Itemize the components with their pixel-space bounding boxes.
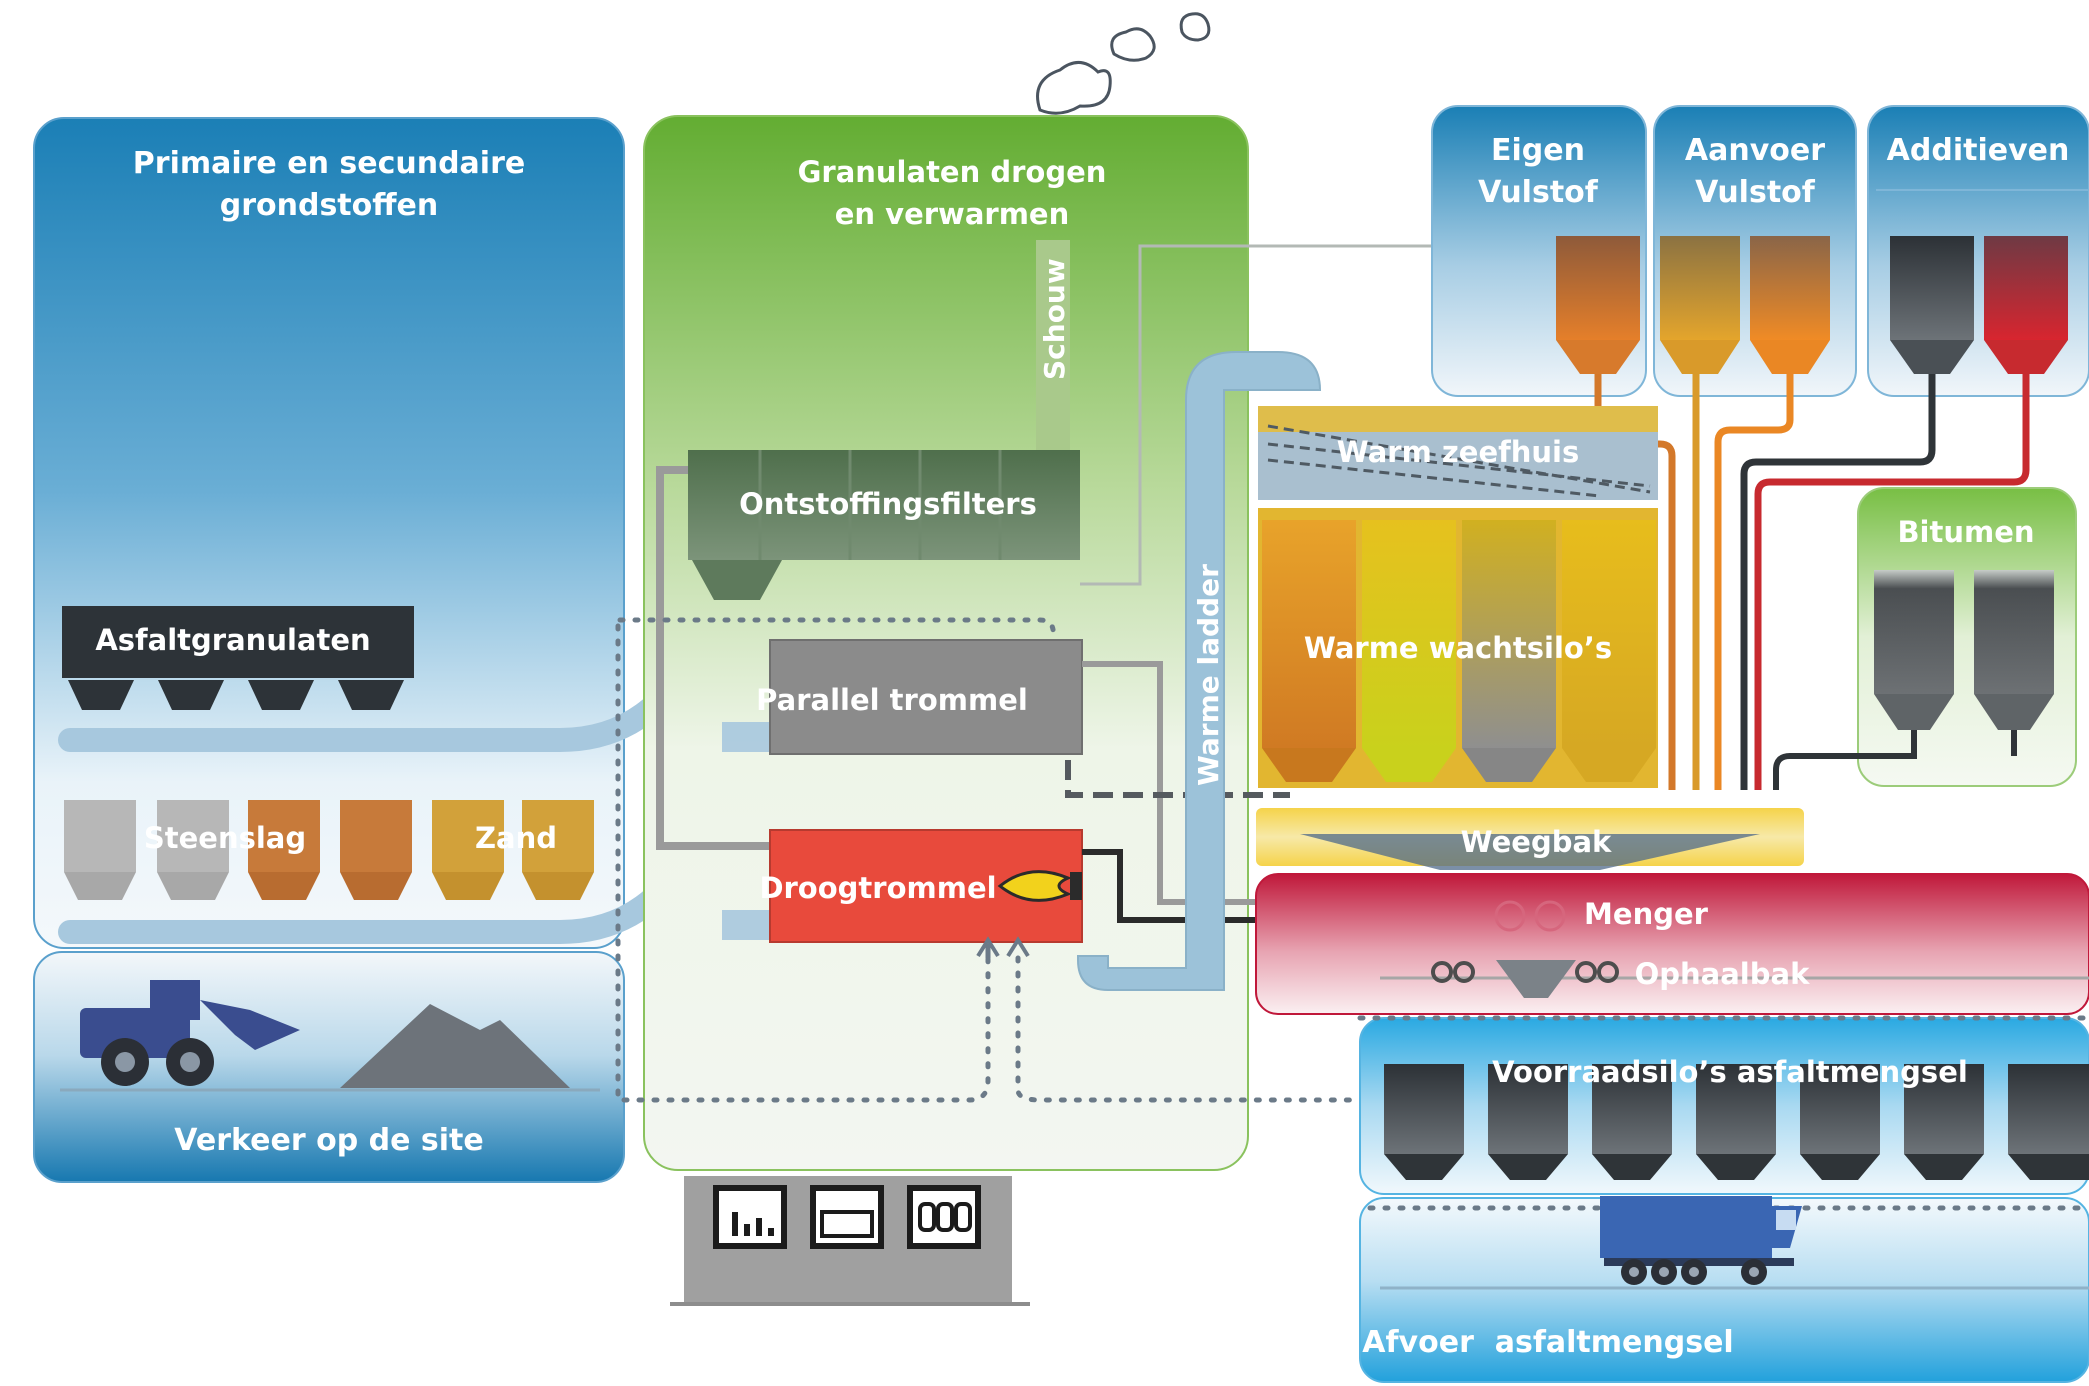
weigh-hopper — [1256, 808, 1804, 870]
hot-silos-label: Warme wachtsilo’s — [1304, 631, 1612, 665]
discharge-section — [1359, 1196, 2089, 1383]
storage-title: Voorraadsilo’s asfaltmengsel — [1492, 1055, 1968, 1089]
skip-label: Ophaalbak — [1635, 957, 1810, 991]
bitumen-line — [1773, 730, 1917, 790]
raw-materials-title-2: grondstoffen — [220, 188, 439, 223]
gas-duct-right — [1080, 244, 1556, 586]
raw-materials-title-1: Primaire en secundaire — [133, 146, 525, 181]
parallel-drum — [769, 639, 1083, 755]
burner-flame-icon — [997, 870, 1082, 902]
filler-supply-title-2: Vulstof — [1695, 175, 1816, 210]
storage-silos — [1384, 1064, 2089, 1180]
skip-conveyor — [1431, 960, 1619, 998]
bitumen-title: Bitumen — [1897, 515, 2034, 549]
wheel-loader-icon — [80, 980, 300, 1086]
hot-elevator — [1077, 351, 1322, 991]
feed-line-supply-2 — [1714, 374, 1794, 790]
dust-filters — [688, 450, 1080, 600]
parallel-drum-label: Parallel trommel — [756, 683, 1028, 717]
discharge-title: Afvoer asfaltmengsel — [1362, 1325, 1733, 1360]
filler-own-title-1: Eigen — [1491, 133, 1585, 168]
smoke-cloud-icon — [1036, 12, 1211, 115]
weigh-hopper-label: Weegbak — [1461, 825, 1612, 859]
drying-title-2: en verwarmen — [835, 197, 1069, 231]
control-screen-icon — [810, 1185, 884, 1249]
truck-icon — [1600, 1196, 1802, 1285]
control-room — [670, 1176, 1030, 1306]
hot-elevator-label: Warme ladder — [1192, 564, 1225, 786]
bitumen-section: Bitumen — [1857, 487, 2077, 787]
drum-pipe-2 — [1082, 849, 1360, 923]
crushed-stone-label: Steenslag — [144, 821, 306, 855]
filler-supply-title-1: Aanvoer — [1685, 133, 1825, 168]
asphalt-granulate-hoppers — [62, 606, 414, 710]
hot-screen — [1258, 406, 1658, 500]
hot-screen-label: Warm zeefhuis — [1337, 435, 1579, 469]
filler-own-section: Eigen Vulstof — [1431, 105, 1647, 397]
filler-own-title-2: Vulstof — [1478, 175, 1599, 210]
feed-line-additive-2 — [1754, 374, 2030, 790]
control-chart-icon — [713, 1185, 787, 1249]
dotted-traffic-line — [615, 623, 991, 1103]
storage-section — [1357, 1015, 2089, 1195]
site-traffic-title: Verkeer op de site — [174, 1123, 483, 1158]
raw-materials-section: Primaire en secundaire grondstoffen Asfa… — [33, 117, 752, 949]
control-panel-icon — [907, 1185, 981, 1249]
sand-label: Zand — [475, 821, 557, 855]
drying-drum-label: Droogtrommel — [759, 871, 996, 905]
aggregate-hoppers — [64, 800, 594, 900]
additives-section: Additieven — [1867, 105, 2089, 397]
additives-title: Additieven — [1887, 133, 2070, 168]
asphalt-granulates-label: Asfaltgranulaten — [95, 623, 370, 657]
filler-supply-section: Aanvoer Vulstof — [1653, 105, 1857, 397]
drying-title-1: Granulaten drogen — [798, 155, 1107, 189]
site-traffic-section: Verkeer op de site — [33, 951, 625, 1183]
chimney — [1036, 240, 1070, 450]
filters-label: Ontstoffingsfilters — [739, 487, 1037, 521]
drying-section: Granulaten drogen en verwarmen Schouw On… — [615, 115, 1556, 1171]
mixer-section — [1255, 873, 2089, 1015]
feed-line-additive-1 — [1740, 374, 1936, 790]
gravel-pile-icon — [340, 1004, 570, 1088]
chimney-label: Schouw — [1038, 258, 1071, 380]
mixer-label: Menger — [1584, 897, 1709, 931]
hot-silos — [1258, 508, 1658, 788]
gas-duct-left — [656, 466, 770, 850]
